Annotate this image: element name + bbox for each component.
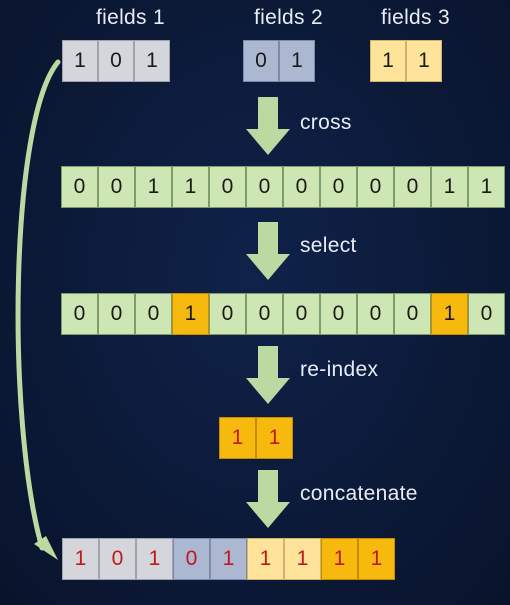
fields-3-label: fields 3 [381, 6, 450, 29]
bit-cell: 0 [98, 293, 135, 335]
bit-cell: 0 [61, 293, 98, 335]
bit-cell: 1 [468, 166, 505, 208]
bit-cell: 1 [431, 293, 468, 335]
bit-cell: 0 [209, 293, 246, 335]
bit-cell: 0 [98, 40, 134, 82]
bit-cell: 0 [394, 293, 431, 335]
bit-cell: 1 [358, 538, 395, 580]
bit-cell: 0 [468, 293, 505, 335]
bit-cell: 1 [62, 40, 98, 82]
down-arrow-icon [246, 97, 290, 155]
bit-cell: 0 [320, 166, 357, 208]
select-step-label: select [300, 234, 357, 257]
bit-cell: 0 [61, 166, 98, 208]
bit-cell: 0 [357, 293, 394, 335]
down-arrow-icon [246, 346, 290, 404]
bit-cell: 1 [136, 538, 173, 580]
bit-cell: 0 [320, 293, 357, 335]
bit-cell: 1 [247, 538, 284, 580]
down-arrow-icon [246, 470, 290, 528]
bit-cell: 0 [99, 538, 136, 580]
bit-cell: 1 [431, 166, 468, 208]
bit-cell: 1 [256, 417, 293, 459]
bit-cell: 0 [98, 166, 135, 208]
fields-1-label: fields 1 [96, 6, 165, 29]
bit-cell: 0 [246, 293, 283, 335]
bit-cell: 0 [283, 166, 320, 208]
bit-cell: 0 [135, 293, 172, 335]
cross-step-label: cross [300, 111, 352, 134]
reindex-step-label: re-index [300, 358, 379, 381]
bit-cell: 0 [357, 166, 394, 208]
bit-cell: 1 [219, 417, 256, 459]
bit-cell: 1 [172, 166, 209, 208]
down-arrow-icon [246, 222, 290, 280]
bit-cell: 1 [134, 40, 170, 82]
fields-2-label: fields 2 [254, 6, 323, 29]
bit-cell: 1 [321, 538, 358, 580]
concatenate-step-label: concatenate [300, 482, 418, 505]
bit-cell: 0 [246, 166, 283, 208]
bit-cell: 1 [135, 166, 172, 208]
bit-cell: 0 [173, 538, 210, 580]
bit-cell: 0 [283, 293, 320, 335]
bit-cell: 0 [209, 166, 246, 208]
bit-cell: 1 [172, 293, 209, 335]
bit-cell: 1 [62, 538, 99, 580]
bit-cell: 1 [406, 40, 442, 82]
bit-cell: 0 [394, 166, 431, 208]
bit-cell: 1 [370, 40, 406, 82]
bit-cell: 1 [284, 538, 321, 580]
bit-cell: 0 [243, 40, 279, 82]
bit-cell: 1 [279, 40, 315, 82]
bit-cell: 1 [210, 538, 247, 580]
